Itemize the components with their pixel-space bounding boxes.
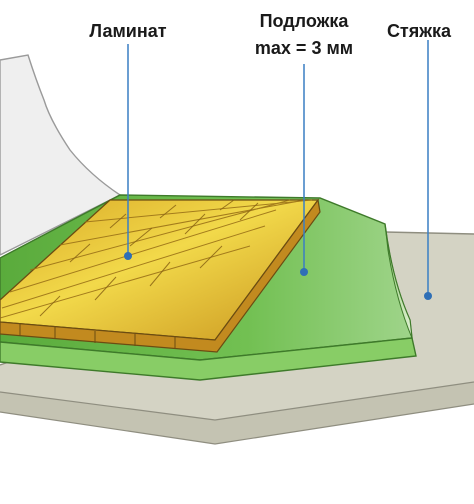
laminate-label: Ламинат [89,21,166,41]
wall [0,54,122,256]
screed-leader-dot [424,292,432,300]
underlay-thickness-label: max = 3 мм [255,38,353,58]
laminate-leader-dot [124,252,132,260]
underlay-label: Подложка [260,11,350,31]
underlay-leader-dot [300,268,308,276]
leader-lines [124,40,432,300]
laminate-layer [0,198,321,353]
screed-label: Стяжка [387,21,452,41]
